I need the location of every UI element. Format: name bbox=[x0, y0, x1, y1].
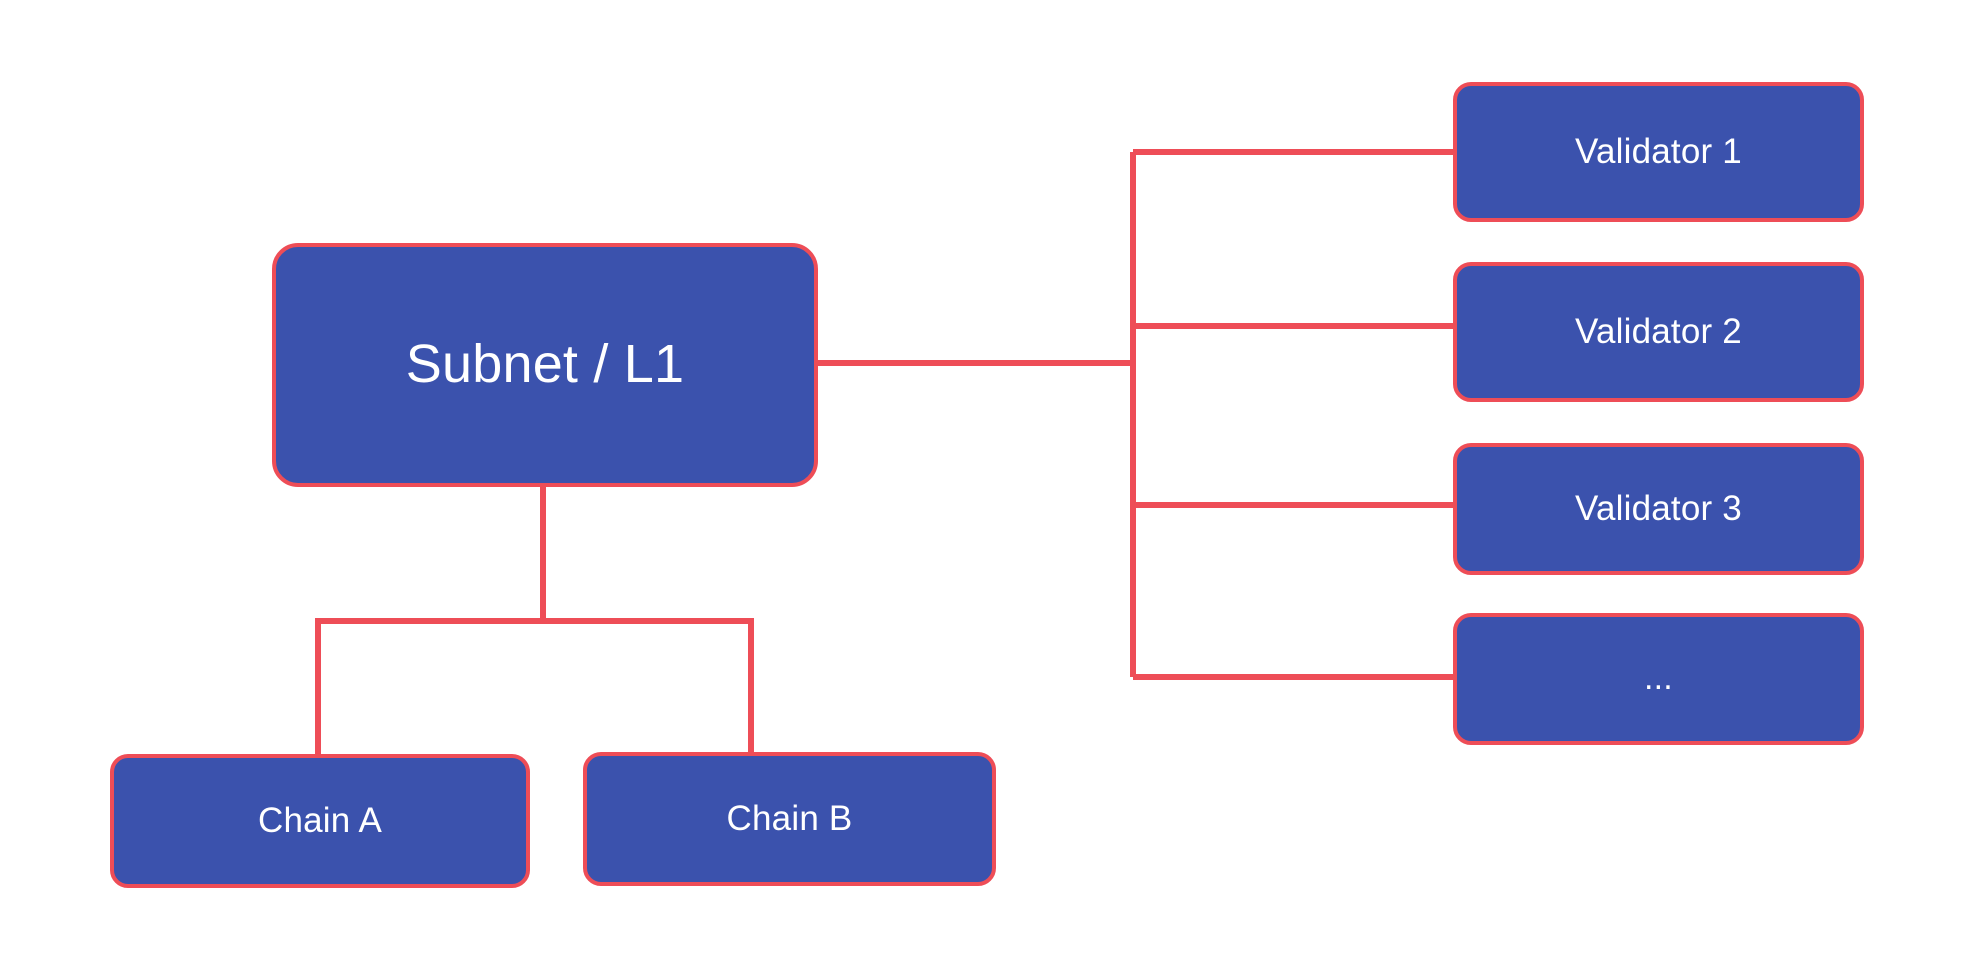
node-validator-more-label: ... bbox=[1644, 659, 1673, 698]
node-subnet-l1-label: Subnet / L1 bbox=[405, 334, 685, 395]
node-validator-2[interactable]: Validator 2 bbox=[1453, 262, 1864, 402]
node-validator-3[interactable]: Validator 3 bbox=[1453, 443, 1864, 575]
node-validator-1-label: Validator 1 bbox=[1575, 131, 1742, 171]
node-chain-b[interactable]: Chain B bbox=[583, 752, 996, 886]
node-subnet-l1[interactable]: Subnet / L1 bbox=[272, 243, 818, 487]
node-validator-1[interactable]: Validator 1 bbox=[1453, 82, 1864, 222]
node-validator-more[interactable]: ... bbox=[1453, 613, 1864, 745]
node-chain-a-label: Chain A bbox=[258, 800, 382, 840]
node-chain-b-label: Chain B bbox=[726, 798, 853, 838]
node-validator-2-label: Validator 2 bbox=[1575, 311, 1742, 351]
node-chain-a[interactable]: Chain A bbox=[110, 754, 530, 888]
node-validator-3-label: Validator 3 bbox=[1575, 488, 1742, 528]
